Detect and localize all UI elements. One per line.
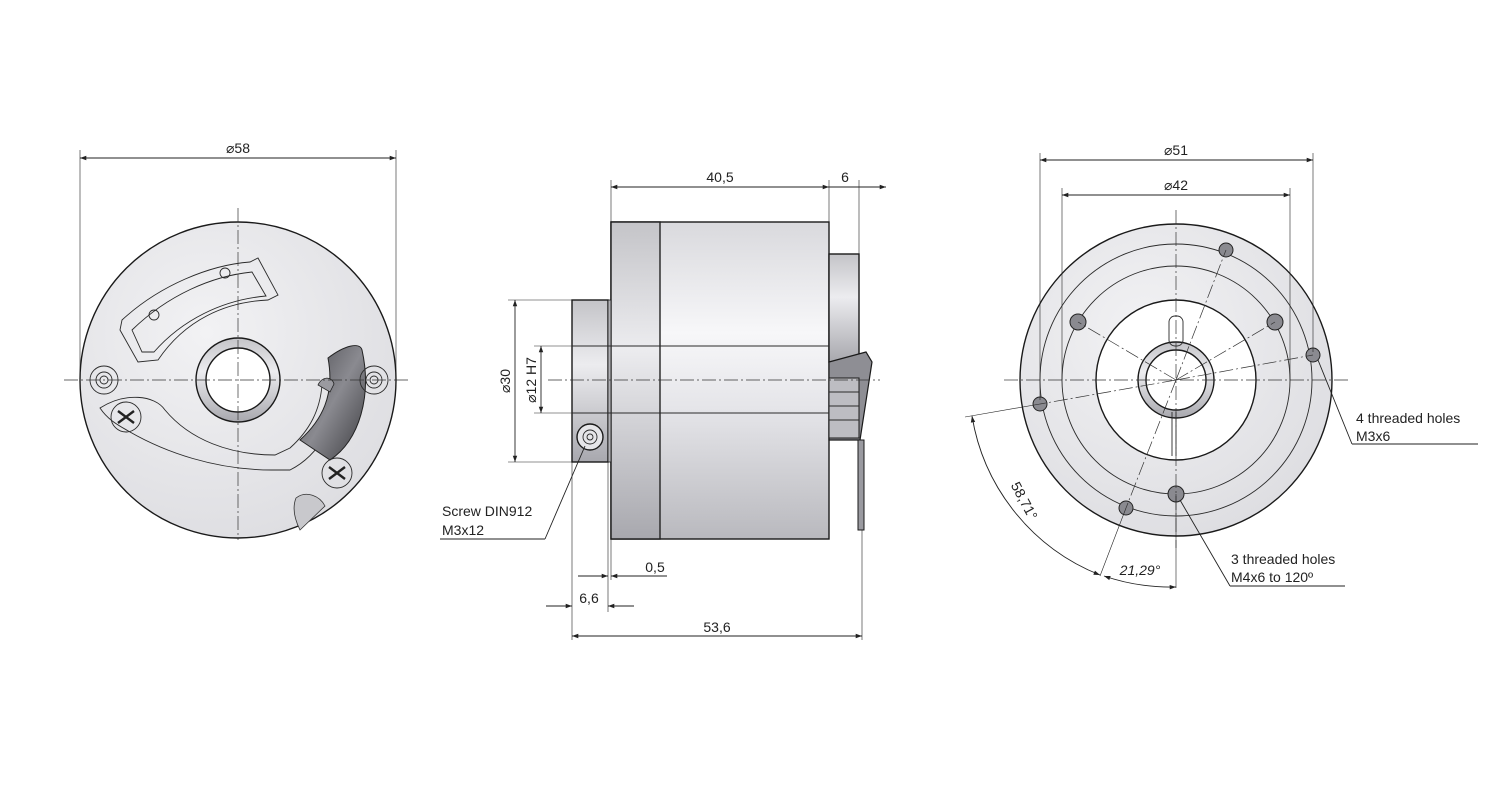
side-view: 40,5 6 ⌀30 ⌀12 H7 0,5 6,6 53,6 Screw DIN… xyxy=(440,169,886,640)
callout-screw-line2: M3x12 xyxy=(442,522,484,538)
dim-right-inner: ⌀42 xyxy=(1164,177,1188,193)
dim-right-outer: ⌀51 xyxy=(1164,142,1188,158)
side-collar-screw xyxy=(576,423,604,451)
dim-side-flange: 6 xyxy=(841,169,849,185)
dim-angle-a: 58,71° xyxy=(1008,479,1041,522)
dim-side-gap: 0,5 xyxy=(645,559,665,575)
dim-angle-b: 21,29° xyxy=(1119,562,1161,578)
dim-side-shaft: ⌀30 xyxy=(497,369,513,393)
left-small-hole-1 xyxy=(219,267,231,279)
left-curved-slot xyxy=(119,257,279,363)
callout-holes4-line2: M3x6 xyxy=(1356,428,1390,444)
left-dark-segment xyxy=(299,345,366,461)
callout-holes4-line1: 4 threaded holes xyxy=(1356,410,1460,426)
left-view: ⌀58 xyxy=(64,140,410,540)
dim-side-total: 53,6 xyxy=(703,619,730,635)
callout-holes3-line1: 3 threaded holes xyxy=(1231,551,1335,567)
left-phillips-screw-2 xyxy=(321,457,353,489)
dim-side-bore: ⌀12 H7 xyxy=(523,357,539,403)
callout-screw-line1: Screw DIN912 xyxy=(442,503,532,519)
side-body-band xyxy=(610,221,661,540)
callout-holes3-line2: M4x6 to 120º xyxy=(1231,569,1313,585)
dim-side-collar: 6,6 xyxy=(579,590,599,606)
dim-side-body: 40,5 xyxy=(706,169,733,185)
side-flange xyxy=(828,253,860,363)
left-wedge xyxy=(293,493,326,531)
right-view: ⌀51 ⌀42 58,71° 21,29° 4 threaded holes M… xyxy=(964,142,1478,590)
left-phillips-screw-1 xyxy=(110,401,142,433)
left-small-hole-2 xyxy=(148,309,160,321)
dim-left-dia: ⌀58 xyxy=(226,140,250,156)
